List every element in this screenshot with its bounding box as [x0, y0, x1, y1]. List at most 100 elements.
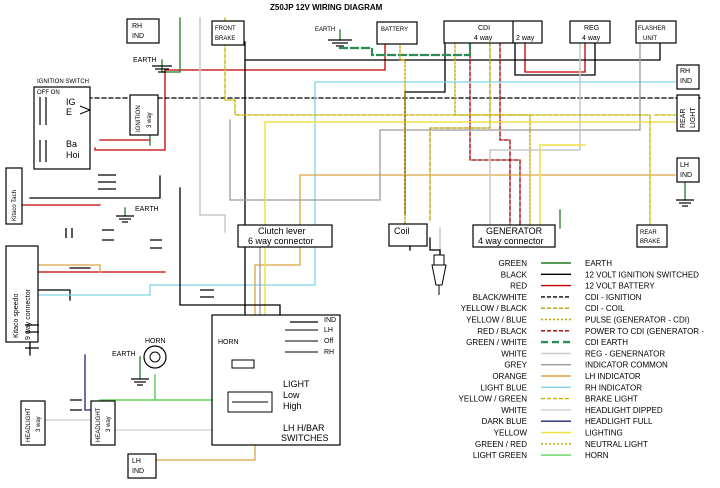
svg-text:REAR: REAR — [680, 109, 687, 128]
legend-wire-name: YELLOW / GREEN — [459, 395, 528, 404]
spark-plug-icon — [431, 254, 447, 295]
svg-text:3 way: 3 way — [36, 416, 42, 432]
horn: HORN EARTH — [112, 338, 167, 386]
rh-ind-top: RH IND — [126, 18, 160, 44]
lh-ind-right: LH IND — [676, 157, 700, 183]
svg-text:3 way: 3 way — [106, 416, 112, 432]
legend-wire-name: GREEN / RED — [475, 440, 527, 449]
legend-wire-name: GREEN / WHITE — [466, 338, 527, 347]
svg-text:Coil: Coil — [394, 226, 410, 236]
ignition-coil: Coil — [388, 223, 428, 247]
svg-text:Kitaco Tach: Kitaco Tach — [12, 190, 18, 221]
svg-text:Kitaco speedo: Kitaco speedo — [13, 294, 20, 338]
svg-text:Low: Low — [283, 390, 300, 400]
svg-text:LH: LH — [132, 458, 141, 465]
svg-text:4 way: 4 way — [582, 35, 601, 42]
legend-wire-name: WHITE — [501, 406, 527, 415]
svg-text:4 way: 4 way — [474, 35, 493, 42]
legend-wire-name: WHITE — [501, 349, 527, 358]
legend-wire-meaning: RH INDICATOR — [585, 383, 642, 392]
svg-text:UNIT: UNIT — [643, 36, 657, 42]
svg-text:IGNITION: IGNITION — [136, 105, 142, 132]
svg-text:9 way connector: 9 way connector — [25, 288, 32, 340]
svg-text:IG: IG — [66, 97, 76, 107]
legend-wire-meaning: REG - GENERNATOR — [585, 349, 665, 358]
svg-text:6 way connector: 6 way connector — [248, 236, 314, 246]
legend-wire-meaning: HEADLIGHT DIPPED — [585, 406, 663, 415]
headlight: HEADLIGHT 3 way — [20, 400, 46, 446]
svg-text:IND: IND — [680, 78, 692, 85]
legend-wire-meaning: LH INDICATOR — [585, 372, 641, 381]
legend-wire-name: GREEN — [499, 259, 528, 268]
rear-light: REAR LIGHT — [676, 94, 700, 132]
svg-text:HEADLIGHT: HEADLIGHT — [96, 407, 102, 442]
svg-text:LIGHT: LIGHT — [690, 107, 697, 128]
legend-wire-name: BLACK/WHITE — [473, 293, 527, 302]
svg-text:LH H/BAR: LH H/BAR — [283, 423, 325, 433]
lh-ind-bottom: LH IND — [127, 453, 157, 479]
svg-text:HORN: HORN — [218, 339, 239, 346]
legend-wire-name: YELLOW / BLACK — [461, 304, 528, 313]
legend-wire-meaning: PULSE (GENERATOR - CDI) — [585, 316, 690, 325]
svg-text:BRAKE: BRAKE — [640, 239, 660, 245]
svg-text:EARTH: EARTH — [133, 57, 157, 64]
svg-text:Hoi: Hoi — [66, 150, 80, 160]
legend-wire-name: YELLOW / BLUE — [466, 316, 527, 325]
svg-text:FLASHER: FLASHER — [638, 26, 666, 32]
svg-text:SWITCHES: SWITCHES — [281, 433, 329, 443]
earth-right — [676, 199, 694, 207]
legend-wire-meaning: NEUTRAL LIGHT — [585, 440, 648, 449]
headlight-connector: HEADLIGHT 3 way — [90, 400, 116, 446]
legend-wire-meaning: CDI - IGNITION — [585, 293, 642, 302]
svg-text:IGNITION SWITCH: IGNITION SWITCH — [37, 79, 89, 85]
svg-text:REAR: REAR — [640, 230, 657, 236]
svg-text:Off: Off — [324, 338, 333, 345]
legend-wire-meaning: CDI EARTH — [585, 338, 628, 347]
svg-text:IND: IND — [132, 468, 144, 475]
svg-text:REG: REG — [584, 25, 599, 32]
svg-text:E: E — [66, 107, 72, 117]
rh-ind-right: RH IND — [676, 64, 700, 90]
rear-brake-switch: REAR BRAKE — [636, 224, 668, 248]
flasher-unit: FLASHER UNIT — [635, 20, 677, 44]
svg-text:FRONT: FRONT — [215, 26, 236, 32]
cdi-unit: CDI 4 way 2 way — [443, 20, 543, 44]
legend-wire-name: BLACK — [501, 270, 528, 279]
svg-text:EARTH: EARTH — [315, 27, 335, 33]
svg-text:4 way connector: 4 way connector — [478, 236, 544, 246]
battery: BATTERY — [376, 21, 418, 45]
ignition-switch: IGNITION SWITCH OFF ON IG E Ba Hoi — [33, 79, 92, 170]
legend-wire-name: DARK BLUE — [482, 417, 527, 426]
earth-mid: EARTH — [116, 206, 159, 223]
legend-wire-name: ORANGE — [492, 372, 527, 381]
clutch-lever-connector: Clutch lever 6 way connector — [237, 224, 333, 248]
legend-wire-meaning: LIGHTING — [585, 429, 623, 438]
connector-stubs — [25, 174, 318, 411]
svg-text:IND: IND — [324, 317, 336, 324]
svg-text:IND: IND — [132, 33, 144, 40]
svg-text:RH: RH — [324, 349, 334, 356]
svg-text:EARTH: EARTH — [135, 206, 159, 213]
wires — [19, 17, 701, 461]
svg-text:HORN: HORN — [145, 338, 166, 345]
legend-wire-meaning: HEADLIGHT FULL — [585, 417, 653, 426]
svg-text:LIGHT: LIGHT — [283, 379, 310, 389]
svg-text:3 way: 3 way — [147, 112, 153, 128]
svg-text:LH: LH — [680, 162, 689, 169]
front-brake-switch: FRONT BRAKE — [211, 20, 245, 46]
svg-text:OFF ON: OFF ON — [37, 90, 60, 96]
regulator: REG 4 way — [569, 20, 611, 44]
ignition-connector: IGNITION 3 way — [129, 94, 159, 136]
legend-wire-name: YELLOW — [494, 429, 528, 438]
legend-wire-meaning: POWER TO CDI (GENERATOR - — [585, 327, 704, 336]
legend-wire-name: RED / BLACK — [477, 327, 527, 336]
earth-upper-left: EARTH — [133, 57, 172, 73]
legend-wire-name: GREY — [504, 361, 527, 370]
legend-wire-meaning: INDICATOR COMMON — [585, 361, 668, 370]
legend-wire-meaning: BRAKE LIGHT — [585, 395, 638, 404]
legend-wire-meaning: HORN — [585, 451, 609, 460]
svg-text:LH: LH — [324, 327, 333, 334]
legend-wire-meaning: 12 VOLT IGNITION SWITCHED — [585, 270, 699, 279]
svg-text:High: High — [283, 401, 302, 411]
